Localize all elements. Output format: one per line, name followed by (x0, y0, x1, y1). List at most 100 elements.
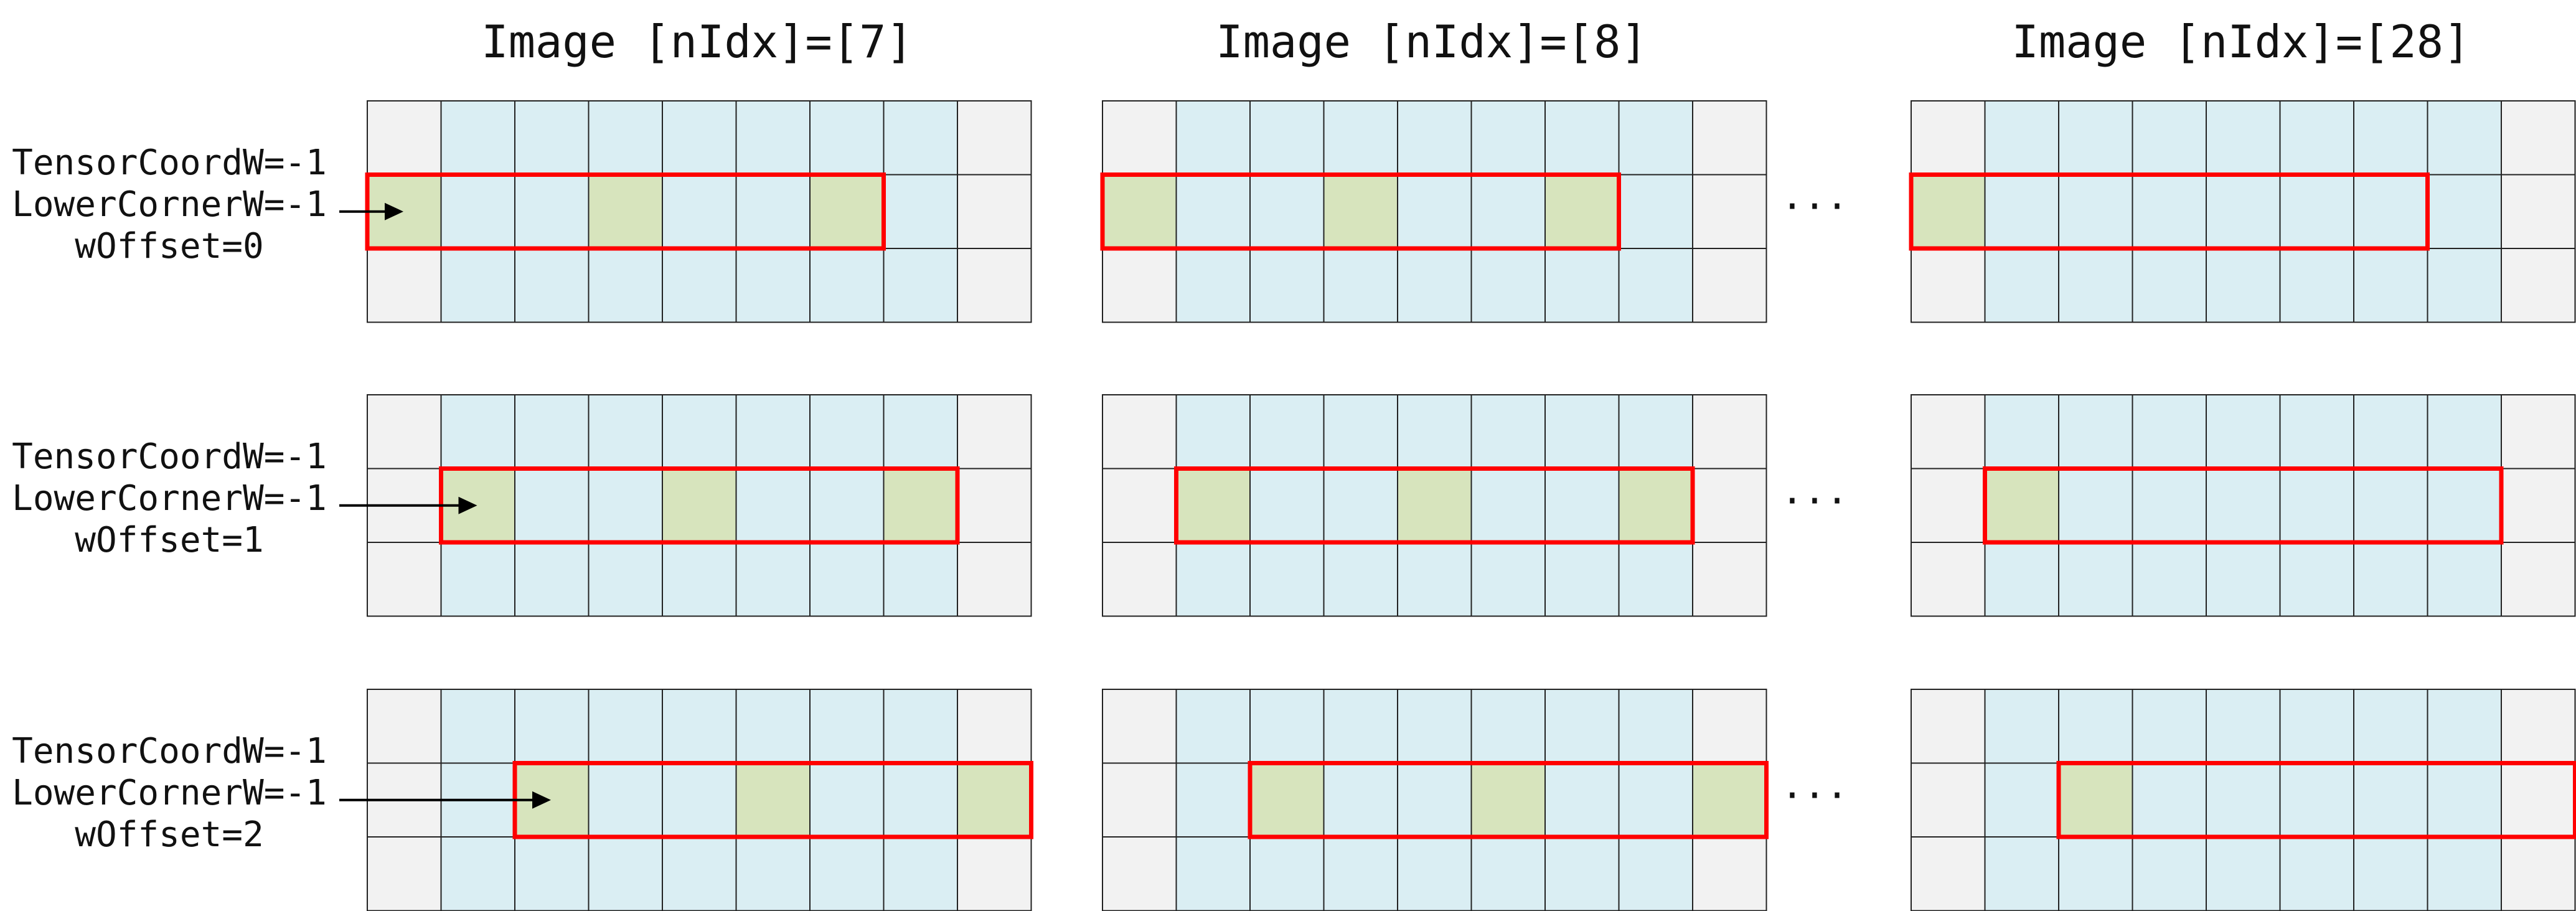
padding-cell (1692, 100, 1767, 176)
row-label-2: TensorCoordW=-1 LowerCornerW=-1 wOffset=… (12, 437, 327, 560)
image-cell (2058, 542, 2133, 617)
image-cell (883, 762, 958, 838)
image-cell (2353, 174, 2428, 249)
padding-cell (1102, 394, 1177, 470)
image-cell (514, 100, 590, 176)
image-cell (2206, 762, 2281, 838)
padding-cell (2501, 100, 2576, 176)
image-cell (1984, 394, 2059, 470)
sampled-cell (2058, 762, 2133, 838)
image-title-3: Image [nIdx]=[28] (2012, 16, 2471, 68)
image-cell (1984, 542, 2059, 617)
image-cell (514, 836, 590, 911)
image-cell (514, 689, 590, 764)
image-cell (735, 100, 811, 176)
image-cell (440, 248, 515, 323)
image-cell (2058, 394, 2133, 470)
padding-cell (2501, 394, 2576, 470)
image-cell (2427, 248, 2502, 323)
padding-cell (957, 100, 1032, 176)
image-cell (2353, 542, 2428, 617)
image-cell (883, 836, 958, 911)
tensor-coord-label: TensorCoordW=-1 (12, 437, 327, 477)
pointer-arrow-head (385, 202, 403, 220)
image-cell (1984, 248, 2059, 323)
image-cell (2206, 174, 2281, 249)
sampled-cell (1102, 174, 1177, 249)
image-cell (2206, 689, 2281, 764)
ellipsis-row-3: ··· (1781, 774, 1848, 818)
image-cell (2427, 836, 2502, 911)
image-cell (2279, 248, 2354, 323)
padding-cell (957, 468, 1032, 543)
image-cell (514, 174, 590, 249)
image-cell (1397, 836, 1472, 911)
image-title-1: Image [nIdx]=[7] (481, 16, 913, 68)
image-cell (1984, 689, 2059, 764)
image-cell (2353, 248, 2428, 323)
image-cell (809, 248, 885, 323)
sampled-cell (1397, 468, 1472, 543)
image-cell (1175, 762, 1251, 838)
image-cell (1984, 100, 2059, 176)
image-cell (1175, 689, 1251, 764)
image-cell (2427, 394, 2502, 470)
padding-cell (2501, 468, 2576, 543)
padding-cell (367, 394, 442, 470)
image-cell (1618, 542, 1693, 617)
padding-cell (2501, 762, 2576, 838)
padding-cell (1911, 762, 1986, 838)
padding-cell (2501, 836, 2576, 911)
window-outline (1983, 466, 2504, 545)
image-cell (2132, 836, 2207, 911)
image-cell (1470, 836, 1546, 911)
image-cell (2058, 836, 2133, 911)
image-cell (883, 542, 958, 617)
image-cell (1470, 689, 1546, 764)
image-cell (735, 248, 811, 323)
sampled-cell (662, 468, 737, 543)
sampled-cell (809, 174, 885, 249)
image-cell (2132, 468, 2207, 543)
image-cell (1249, 100, 1325, 176)
padding-cell (957, 689, 1032, 764)
padding-cell (2501, 689, 2576, 764)
image-cell (662, 762, 737, 838)
padding-cell (2501, 174, 2576, 249)
image-cell (735, 542, 811, 617)
image-cell (883, 248, 958, 323)
image-grid (1102, 394, 1767, 617)
image-title-2: Image [nIdx]=[8] (1216, 16, 1648, 68)
image-cell (2427, 689, 2502, 764)
padding-cell (1102, 762, 1177, 838)
image-cell (1175, 174, 1251, 249)
image-cell (514, 248, 590, 323)
image-cell (514, 542, 590, 617)
row-label-3: TensorCoordW=-1 LowerCornerW=-1 wOffset=… (12, 731, 327, 855)
image-cell (662, 689, 737, 764)
image-cell (2427, 174, 2502, 249)
image-cell (2132, 542, 2207, 617)
image-grid (1102, 689, 1767, 911)
image-cell (2279, 174, 2354, 249)
image-cell (1544, 100, 1620, 176)
image-cell (440, 100, 515, 176)
image-cell (588, 248, 663, 323)
image-cell (2279, 836, 2354, 911)
padding-cell (1911, 542, 1986, 617)
image-cell (809, 542, 885, 617)
image-cell (2427, 762, 2502, 838)
image-cell (662, 836, 737, 911)
image-cell (1397, 100, 1472, 176)
sampled-cell (1911, 174, 1986, 249)
image-cell (883, 174, 958, 249)
window-outline (1174, 466, 1695, 545)
image-cell (1618, 836, 1693, 911)
image-cell (1397, 689, 1472, 764)
padding-cell (1692, 394, 1767, 470)
image-cell (1249, 468, 1325, 543)
padding-cell (2501, 248, 2576, 323)
image-cell (1249, 248, 1325, 323)
image-cell (1984, 174, 2059, 249)
